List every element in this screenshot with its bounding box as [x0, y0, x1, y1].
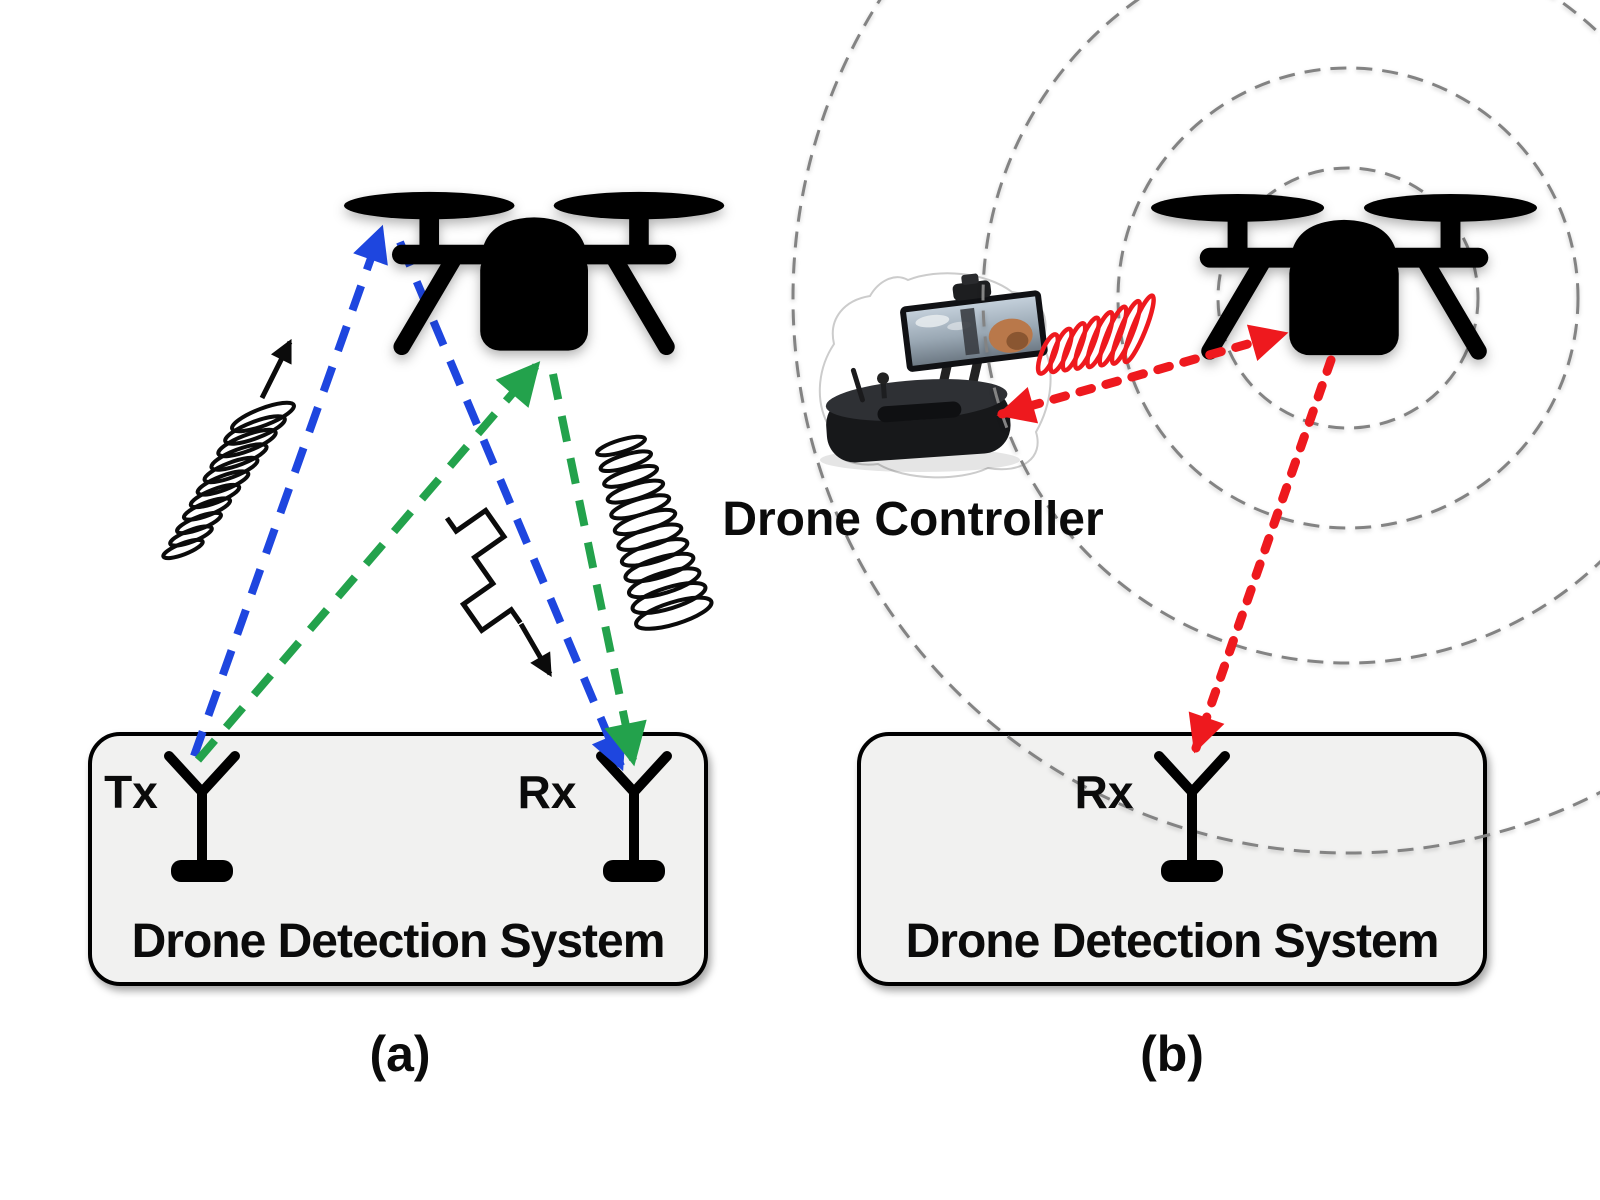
range-arc-1 — [1216, 166, 1480, 430]
panel-b-system-box — [857, 732, 1487, 986]
tx-signal-paths — [190, 224, 626, 772]
tx-burst-direction-arrow — [259, 338, 293, 400]
rx-label-a: Rx — [517, 766, 577, 818]
controller-body — [825, 367, 1011, 463]
controller-label: Drone Controller — [722, 493, 1104, 546]
range-arc-icon — [791, 0, 1600, 855]
screen-tower — [960, 307, 980, 356]
rx-label-b: Rx — [1074, 766, 1134, 818]
rc-link-signals — [996, 293, 1336, 754]
tx-to-drone-path — [190, 224, 388, 758]
tx-to-drone-path-green — [194, 361, 541, 763]
panel-caption-a: (a) — [369, 1026, 431, 1082]
square-wave-icon — [444, 506, 523, 634]
square-wave-direction-arrow — [518, 622, 553, 677]
drone-to-rx-path-green — [549, 373, 647, 767]
drone-icon-a — [344, 192, 724, 351]
box-title-a: Drone Detection System — [131, 915, 666, 968]
controller-antenna — [850, 367, 865, 403]
rc-rf-burst-icon — [1035, 293, 1156, 376]
tx-rf-burst-icon — [161, 400, 296, 561]
scatter-signal-paths — [194, 361, 647, 767]
drone-to-rx-path-blue — [396, 240, 626, 772]
range-arc-2 — [1116, 66, 1580, 530]
tx-label-a: Tx — [104, 766, 158, 818]
panel-a-system-box — [88, 732, 708, 986]
controller-photo-icon — [818, 272, 1052, 479]
detection-system-boxes — [88, 732, 1487, 986]
panel-caption-b: (b) — [1140, 1026, 1204, 1082]
box-title-b: Drone Detection System — [905, 915, 1440, 968]
scattered-rf-burst-icon — [595, 434, 714, 631]
range-arc-4 — [791, 0, 1600, 855]
range-arc-3 — [981, 0, 1600, 665]
drone-to-rx-b-leak — [1188, 355, 1336, 754]
controller-drone-link — [996, 324, 1289, 424]
drone-icon-b — [1151, 194, 1537, 355]
